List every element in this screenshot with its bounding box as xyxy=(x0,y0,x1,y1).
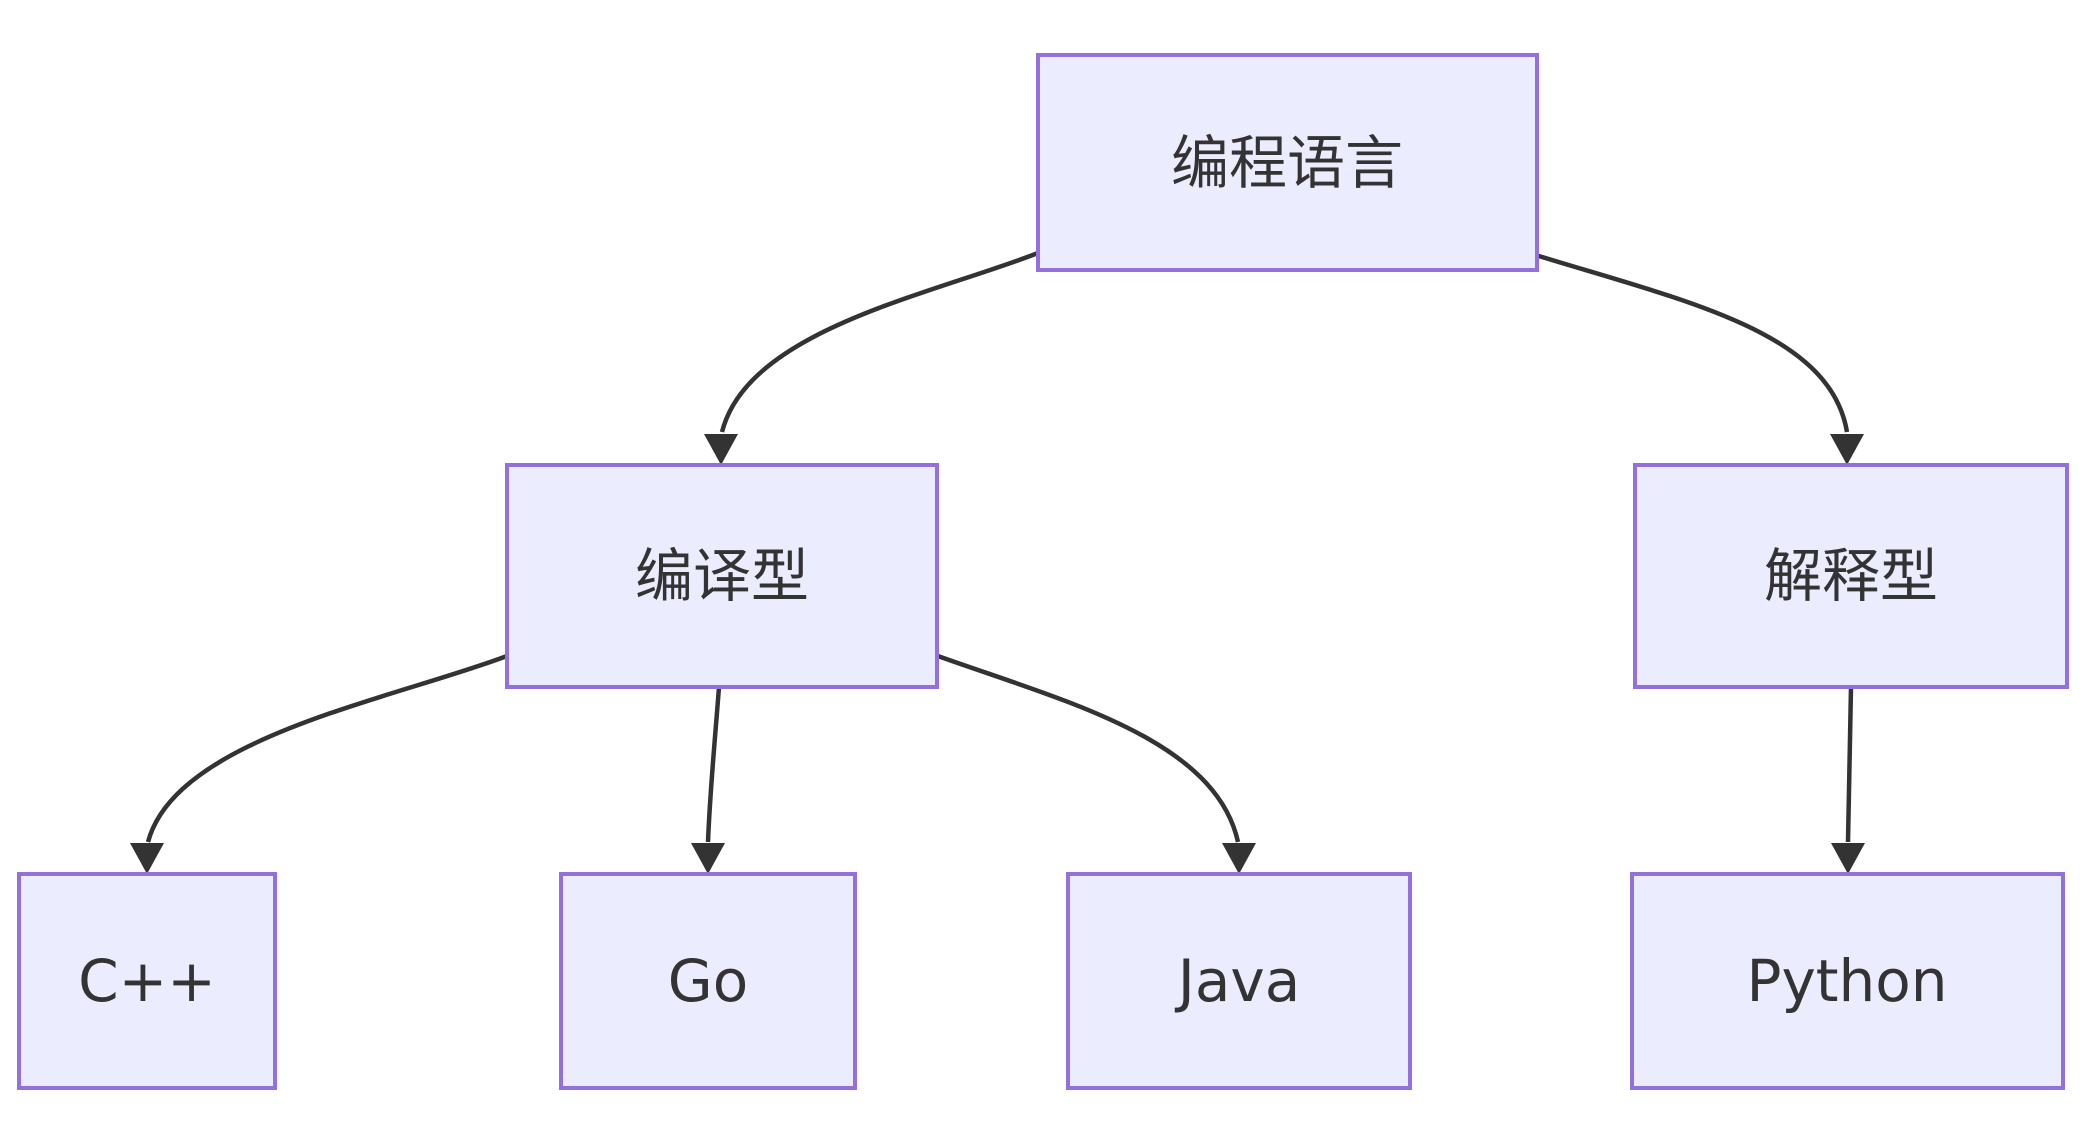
node-box xyxy=(1066,872,1412,1090)
node-java: Java xyxy=(1066,872,1412,1090)
edge-compiled-java xyxy=(934,652,1256,874)
node-lang: 编程语言 xyxy=(1036,53,1539,272)
node-label: 编译型 xyxy=(635,542,809,610)
arrowhead-icon xyxy=(1222,843,1256,874)
node-box xyxy=(1036,53,1539,272)
node-label: Python xyxy=(1746,947,1947,1015)
edge-line xyxy=(934,652,1241,843)
node-cpp: C++ xyxy=(17,872,277,1090)
node-box xyxy=(1630,872,2065,1090)
node-python: Python xyxy=(1630,872,2065,1090)
edge-lang-compiled xyxy=(704,250,1039,465)
edge-line xyxy=(719,250,1039,433)
edge-line xyxy=(705,686,722,843)
node-compiled: 编译型 xyxy=(505,463,939,689)
edge-compiled-go xyxy=(691,686,725,874)
node-label: 解释型 xyxy=(1764,542,1938,610)
node-label: Java xyxy=(1175,947,1301,1015)
node-box xyxy=(17,872,277,1090)
arrowhead-icon xyxy=(704,434,738,465)
edge-lang-interpreted xyxy=(1528,250,1864,465)
node-label: 编程语言 xyxy=(1171,129,1403,197)
node-label: C++ xyxy=(78,947,216,1015)
node-go: Go xyxy=(559,872,857,1090)
arrowhead-icon xyxy=(1831,843,1865,874)
arrowhead-icon xyxy=(1830,434,1864,465)
edge-compiled-cpp xyxy=(130,653,508,874)
node-box xyxy=(505,463,939,689)
node-box xyxy=(559,872,857,1090)
edge-line xyxy=(1528,250,1850,433)
arrowhead-icon xyxy=(130,843,164,874)
arrowhead-icon xyxy=(691,843,725,874)
edge-line xyxy=(145,653,508,843)
node-box xyxy=(1633,463,2069,689)
edge-interpreted-python xyxy=(1831,686,1865,874)
node-label: Go xyxy=(668,947,748,1015)
node-interpreted: 解释型 xyxy=(1633,463,2069,689)
edge-line xyxy=(1845,686,1854,843)
